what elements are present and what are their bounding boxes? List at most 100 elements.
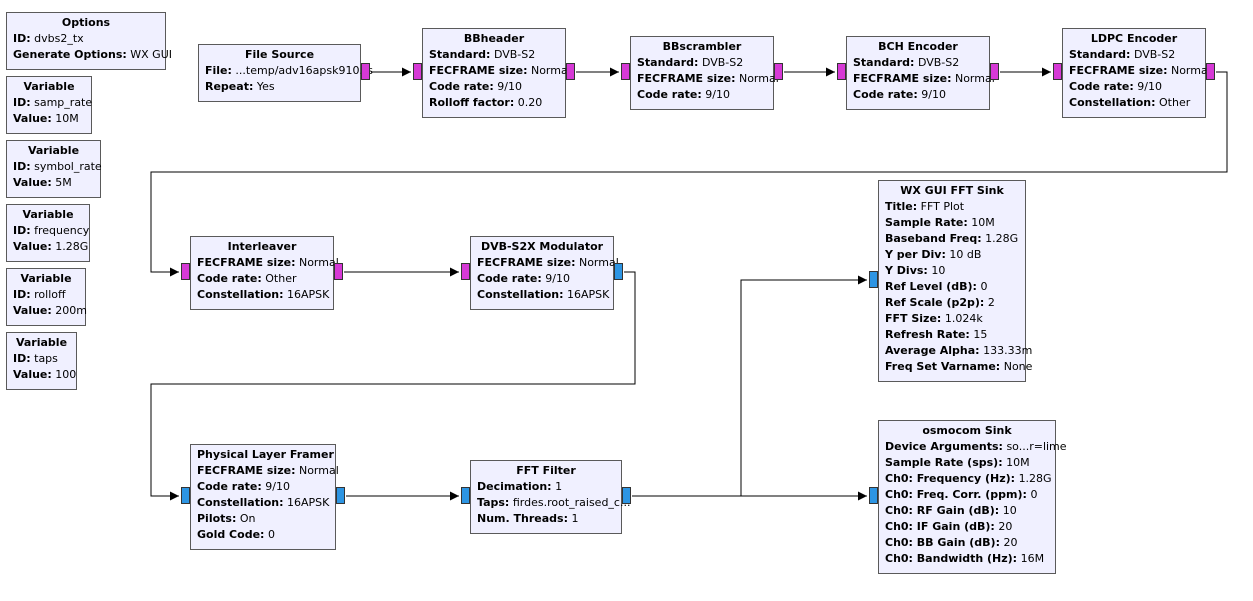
- param-row: Sample Rate: 10M: [885, 215, 1019, 231]
- options-block[interactable]: Options ID: dvbs2_tx Generate Options: W…: [6, 12, 172, 70]
- bch-encoder-block[interactable]: BCH Encoder Standard: DVB-S2 FECFRAME si…: [846, 36, 995, 110]
- param-row: Code rate: 9/10: [1069, 79, 1199, 95]
- param-value: 9/10: [705, 88, 730, 101]
- param-row: ID: samp_rate: [13, 95, 92, 111]
- param-row: Standard: DVB-S2: [637, 55, 767, 71]
- param-row: FFT Size: 1.024k: [885, 311, 1019, 327]
- variable-frequency-block[interactable]: Variable ID: frequency Value: 1.28G: [6, 204, 90, 262]
- bbheader-in-port[interactable]: [413, 63, 422, 80]
- param-value: 9/10: [265, 480, 290, 493]
- bch-encoder-out-port[interactable]: [990, 63, 999, 80]
- modulator-out-port[interactable]: [614, 263, 623, 280]
- param-key: Value:: [13, 176, 52, 189]
- ldpc-encoder-out-port[interactable]: [1206, 63, 1215, 80]
- bbscrambler-in-port[interactable]: [621, 63, 630, 80]
- param-key: Code rate:: [477, 272, 542, 285]
- param-key: Pilots:: [197, 512, 237, 525]
- variable-taps-block[interactable]: Variable ID: taps Value: 100: [6, 332, 77, 390]
- param-value: 15: [973, 328, 988, 341]
- param-value: 1.28G: [55, 240, 89, 253]
- block-title: Variable: [23, 80, 75, 93]
- variable-symbol-rate-block[interactable]: Variable ID: symbol_rate Value: 5M: [6, 140, 102, 198]
- fft-filter-in-port[interactable]: [461, 487, 470, 504]
- param-row: Constellation: 16APSK: [197, 495, 329, 511]
- param-key: Constellation:: [1069, 96, 1156, 109]
- fft-filter-block[interactable]: FFT Filter Decimation: 1 Taps: firdes.ro…: [470, 460, 630, 534]
- param-key: Value:: [13, 368, 52, 381]
- param-key: Code rate:: [197, 272, 262, 285]
- param-key: Value:: [13, 304, 52, 317]
- param-row: Ch0: Freq. Corr. (ppm): 0: [885, 487, 1049, 503]
- fft-sink-in-port[interactable]: [869, 271, 878, 288]
- param-key: Ch0: RF Gain (dB):: [885, 504, 1000, 517]
- param-value: 16M: [1020, 552, 1045, 565]
- osmocom-sink-block[interactable]: osmocom Sink Device Arguments: so...r=li…: [878, 420, 1067, 574]
- bbheader-block[interactable]: BBheader Standard: DVB-S2 FECFRAME size:…: [422, 28, 571, 118]
- param-row: Standard: DVB-S2: [429, 47, 559, 63]
- param-row: Refresh Rate: 15: [885, 327, 1019, 343]
- param-row: FECFRAME size: Normal: [1069, 63, 1211, 79]
- param-value: 1.28G: [985, 232, 1019, 245]
- param-key: Baseband Freq:: [885, 232, 982, 245]
- param-row: Taps: firdes.root_raised_c...: [477, 495, 630, 511]
- param-value: 10 dB: [949, 248, 982, 261]
- interleaver-out-port[interactable]: [334, 263, 343, 280]
- param-row: Sample Rate (sps): 10M: [885, 455, 1049, 471]
- param-row: Freq Set Varname: None: [885, 359, 1032, 375]
- block-title: Options: [61, 16, 111, 29]
- param-value: Normal: [1170, 64, 1211, 77]
- param-key: ID:: [13, 288, 31, 301]
- physical-layer-framer-block[interactable]: Physical Layer Framer FECFRAME size: Nor…: [190, 444, 339, 550]
- variable-samp-rate-block[interactable]: Variable ID: samp_rate Value: 10M: [6, 76, 92, 134]
- param-value: 10M: [55, 112, 79, 125]
- fft-filter-out-port[interactable]: [622, 487, 631, 504]
- param-value: 9/10: [497, 80, 522, 93]
- framer-in-port[interactable]: [181, 487, 190, 504]
- block-title: Interleaver: [227, 240, 297, 253]
- param-key: Sample Rate (sps):: [885, 456, 1003, 469]
- param-value: 2: [987, 296, 995, 309]
- wx-gui-fft-sink-block[interactable]: WX GUI FFT Sink Title: FFT Plot Sample R…: [878, 180, 1032, 382]
- param-row: Constellation: 16APSK: [197, 287, 329, 303]
- file-source-block[interactable]: File Source File: ...temp/adv16apsk910.t…: [198, 44, 373, 102]
- param-key: Y Divs:: [885, 264, 928, 277]
- modulator-in-port[interactable]: [461, 263, 470, 280]
- dvbs2x-modulator-block[interactable]: DVB-S2X Modulator FECFRAME size: Normal …: [470, 236, 619, 310]
- param-row: FECFRAME size: Normal: [197, 463, 339, 479]
- bch-encoder-in-port[interactable]: [837, 63, 846, 80]
- block-title: WX GUI FFT Sink: [900, 184, 1004, 197]
- param-value: 10M: [971, 216, 995, 229]
- param-key: Code rate:: [637, 88, 702, 101]
- param-key: FECFRAME size:: [477, 256, 576, 269]
- param-value: DVB-S2: [917, 56, 960, 69]
- param-value: 20: [1003, 536, 1018, 549]
- param-value: 1.28G: [1018, 472, 1052, 485]
- param-row: Standard: DVB-S2: [1069, 47, 1199, 63]
- param-key: Sample Rate:: [885, 216, 968, 229]
- bbscrambler-out-port[interactable]: [774, 63, 783, 80]
- osmocom-sink-in-port[interactable]: [869, 487, 878, 504]
- param-value: 0: [267, 528, 275, 541]
- param-row: Device Arguments: so...r=lime: [885, 439, 1067, 455]
- param-row: Code rate: 9/10: [197, 479, 329, 495]
- param-row: Ref Scale (p2p): 2: [885, 295, 1019, 311]
- param-value: symbol_rate: [34, 160, 102, 173]
- param-value: 20: [998, 520, 1013, 533]
- param-key: Standard:: [853, 56, 915, 69]
- interleaver-block[interactable]: Interleaver FECFRAME size: Normal Code r…: [190, 236, 339, 310]
- ldpc-encoder-block[interactable]: LDPC Encoder Standard: DVB-S2 FECFRAME s…: [1062, 28, 1211, 118]
- param-row: FECFRAME size: Normal: [197, 255, 339, 271]
- param-key: Ref Scale (p2p):: [885, 296, 985, 309]
- file-source-out-port[interactable]: [361, 63, 370, 80]
- interleaver-in-port[interactable]: [181, 263, 190, 280]
- param-key: File:: [205, 64, 232, 77]
- variable-rolloff-block[interactable]: Variable ID: rolloff Value: 200m: [6, 268, 87, 326]
- bbheader-out-port[interactable]: [566, 63, 575, 80]
- framer-out-port[interactable]: [336, 487, 345, 504]
- param-value: so...r=lime: [1006, 440, 1067, 453]
- param-value: Normal: [578, 256, 619, 269]
- param-row: Constellation: Other: [1069, 95, 1199, 111]
- param-key: Average Alpha:: [885, 344, 980, 357]
- ldpc-encoder-in-port[interactable]: [1053, 63, 1062, 80]
- bbscrambler-block[interactable]: BBscrambler Standard: DVB-S2 FECFRAME si…: [630, 36, 779, 110]
